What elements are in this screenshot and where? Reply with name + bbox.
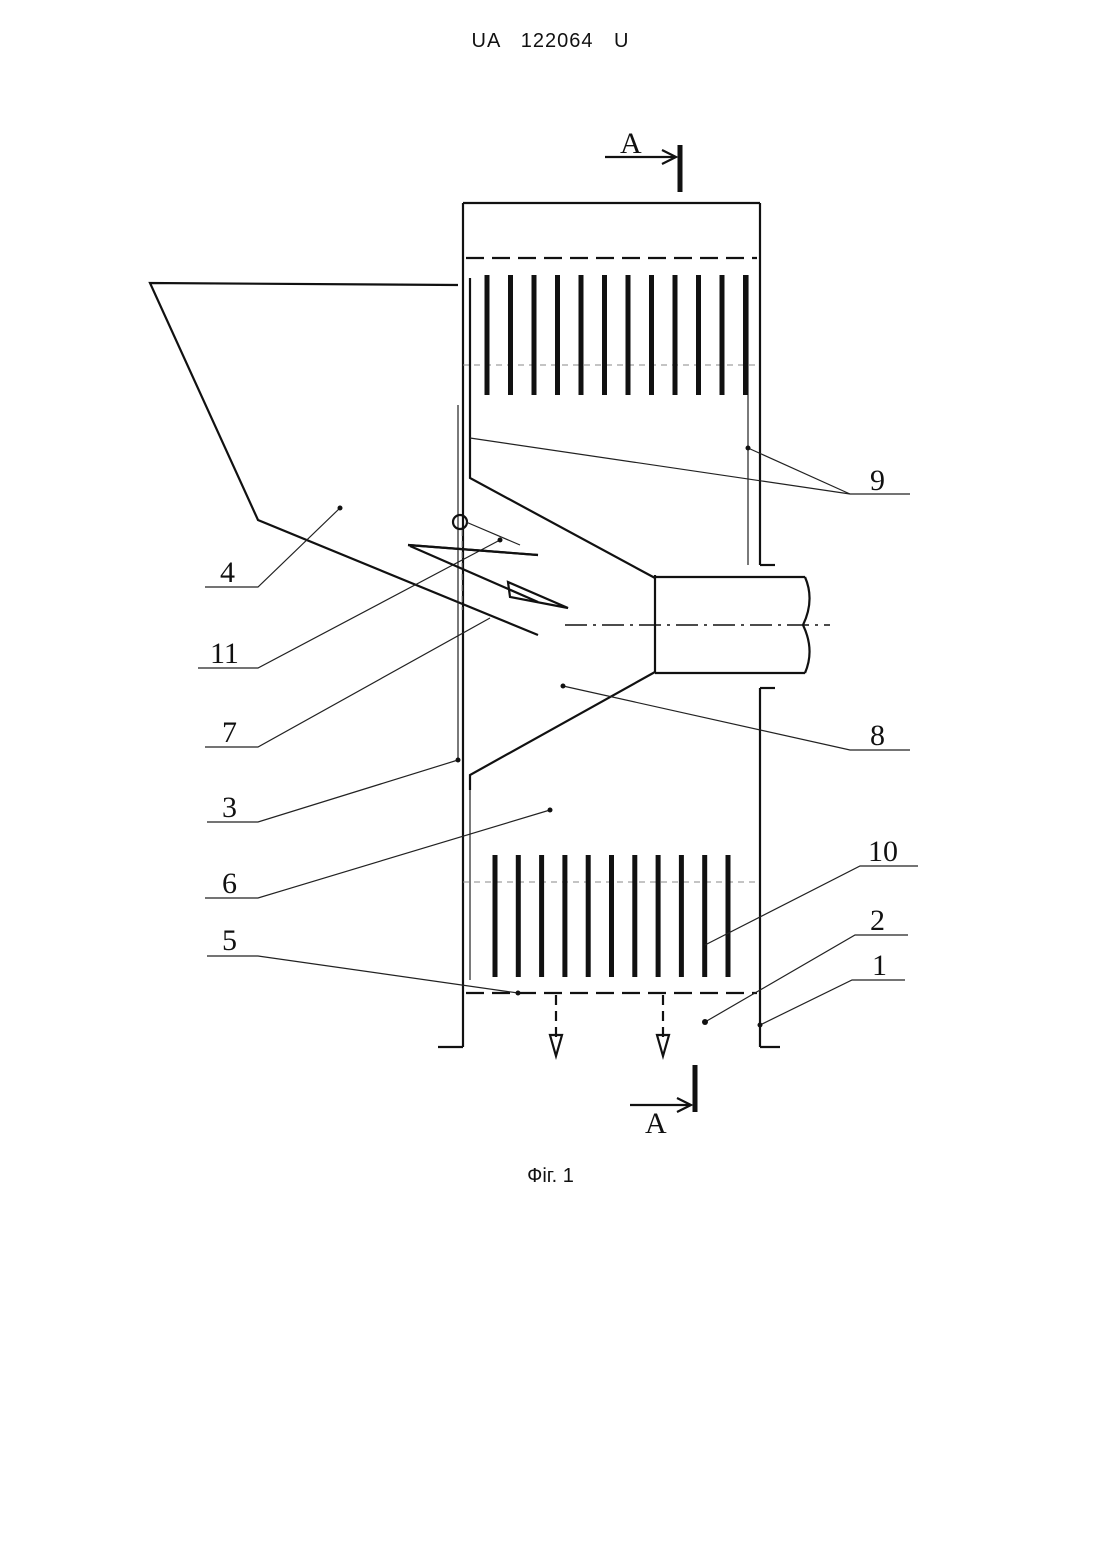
callout-8: 8 xyxy=(870,719,885,752)
figure-caption: Фіг. 1 xyxy=(0,1165,1101,1188)
section-label-top: A xyxy=(620,127,642,160)
callout-1: 1 xyxy=(872,949,887,982)
callout-9: 9 xyxy=(870,464,885,497)
upper-bar-screen xyxy=(487,275,746,395)
callout-6: 6 xyxy=(222,867,237,900)
outlet-pipe xyxy=(565,577,830,673)
callout-4: 4 xyxy=(220,556,235,589)
callout-3: 3 xyxy=(222,791,237,824)
callout-2: 2 xyxy=(870,904,885,937)
callout-5: 5 xyxy=(222,924,237,957)
section-marker-top: A xyxy=(605,127,680,192)
hopper xyxy=(150,283,538,760)
flow-arrow xyxy=(508,582,568,608)
chute-lines xyxy=(408,545,538,602)
section-label-bottom: A xyxy=(645,1107,667,1140)
callout-10: 10 xyxy=(868,835,898,868)
callout-11: 11 xyxy=(210,637,239,670)
callout-7: 7 xyxy=(222,716,237,749)
lower-bar-screen xyxy=(495,855,728,977)
section-marker-bottom: A xyxy=(630,1065,695,1140)
discharge-arrows xyxy=(550,995,669,1056)
